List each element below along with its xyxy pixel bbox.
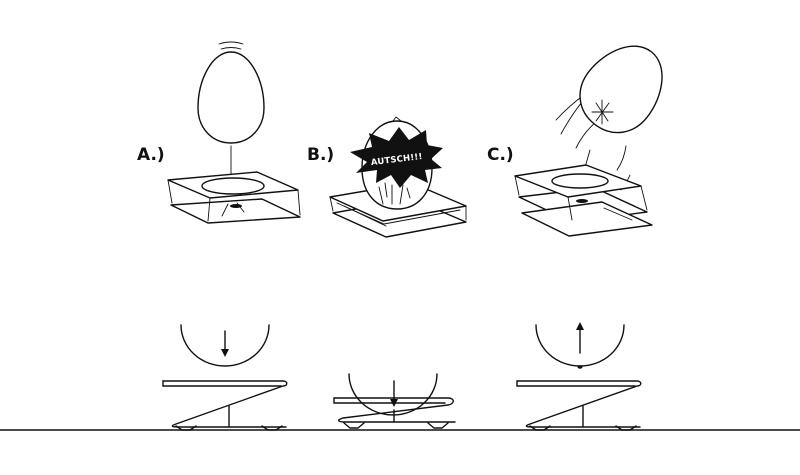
burst-icon: AUTSCH!!! [350, 127, 443, 188]
impact-star-icon [591, 99, 614, 125]
contact-point [577, 365, 583, 369]
motion-lines-icon [218, 41, 244, 50]
egg-outline [180, 324, 270, 367]
egg [579, 45, 663, 134]
panel-c-illustration: C.) [487, 45, 663, 237]
side-view-a [162, 324, 288, 431]
pressure-lines-icon [378, 182, 411, 205]
compressed-stand [329, 182, 467, 238]
panel-b-label: B.) [307, 145, 334, 165]
folded-stand [514, 164, 653, 237]
folded-stand [167, 171, 301, 224]
up-arrow-icon [576, 322, 584, 354]
spring-stand-profile [516, 380, 642, 431]
down-arrow-icon [221, 330, 229, 357]
spring-stand-profile [162, 380, 288, 431]
egg-outline [348, 373, 438, 416]
spring-stand-profile [333, 397, 456, 429]
panel-a-illustration: A.) [137, 41, 301, 224]
side-view-c [516, 322, 642, 431]
panel-a-label: A.) [137, 145, 165, 165]
panel-b-illustration: B.) AUTSCH!!! [307, 116, 467, 238]
side-view-b [333, 373, 456, 429]
panel-c-label: C.) [487, 145, 514, 165]
egg [197, 51, 265, 144]
